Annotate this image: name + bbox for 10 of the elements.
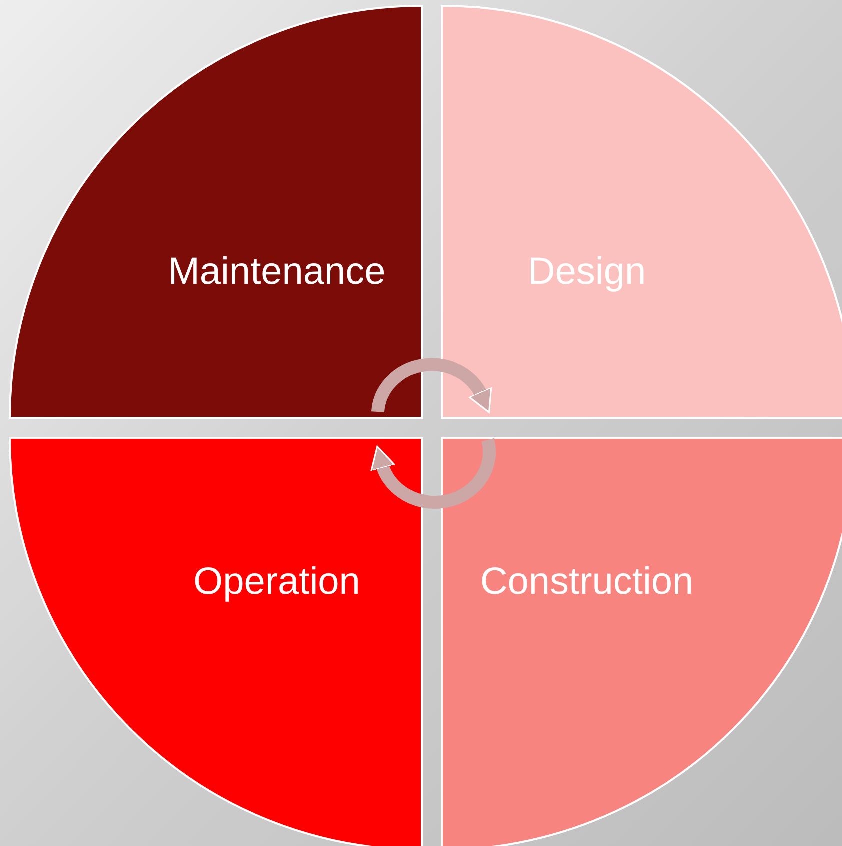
segment-label: Maintenance	[168, 253, 386, 291]
cycle-arrow	[371, 438, 496, 509]
quadrant-segment	[442, 6, 842, 418]
quadrant-segment	[442, 438, 842, 846]
quadrant-segment	[10, 438, 422, 846]
segment-label: Design	[528, 253, 646, 291]
segment-label: Operation	[194, 563, 360, 601]
cycle-arrow	[372, 358, 492, 413]
segment-label: Construction	[480, 563, 694, 601]
quadrant-segment	[10, 6, 422, 418]
